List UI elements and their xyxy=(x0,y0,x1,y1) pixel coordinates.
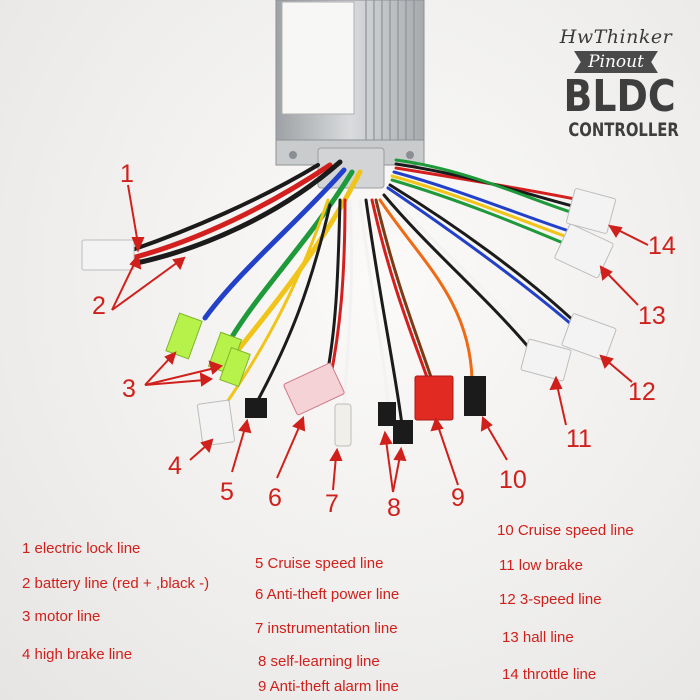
legend-item-4: 4 high brake line xyxy=(22,646,133,663)
callout-9: 9 xyxy=(451,484,465,512)
callout-10: 10 xyxy=(499,466,527,494)
connector-8b xyxy=(393,420,413,444)
callout-6: 6 xyxy=(268,484,282,512)
brand-badge: HwThinker Pinout BLDC CONTROLLER xyxy=(555,26,679,141)
connector-9 xyxy=(414,375,454,421)
callout-3: 3 xyxy=(122,375,136,403)
connector-3a xyxy=(165,312,203,360)
callout-4: 4 xyxy=(168,452,182,480)
callout-13: 13 xyxy=(638,302,666,330)
callout-12: 12 xyxy=(628,378,656,406)
legend-item-7: 7 instrumentation line xyxy=(255,620,398,637)
legend-item-5: 5 Cruise speed line xyxy=(255,555,384,572)
legend-item-3: 3 motor line xyxy=(22,608,101,625)
callout-11: 11 xyxy=(566,425,592,453)
legend-item-10: 10 Cruise speed line xyxy=(497,522,634,539)
legend-item-11: 11 low brake xyxy=(499,557,583,574)
legend-item-12: 12 3-speed line xyxy=(499,591,602,608)
callout-8: 8 xyxy=(387,494,401,522)
connector-11 xyxy=(520,338,572,382)
legend-item-2: 2 battery line (red + ,black -) xyxy=(22,575,210,592)
callout-1: 1 xyxy=(120,160,134,188)
legend-item-14: 14 throttle line xyxy=(502,666,597,683)
connector-8a xyxy=(378,402,396,426)
legend-item-13: 13 hall line xyxy=(502,629,574,646)
brand-line-4: CONTROLLER xyxy=(568,119,679,141)
annotation-arrows xyxy=(111,184,649,493)
callout-2: 2 xyxy=(92,292,106,320)
connectors xyxy=(81,188,617,447)
legend-item-6: 6 Anti-theft power line xyxy=(255,586,400,603)
connector-14 xyxy=(566,188,616,234)
connector-10 xyxy=(464,376,486,416)
callout-5: 5 xyxy=(220,478,234,506)
brand-line-1: HwThinker xyxy=(559,26,673,48)
connector-1-2 xyxy=(81,239,135,271)
connector-3c xyxy=(219,346,251,388)
callout-7: 7 xyxy=(325,490,339,518)
brand-line-2: Pinout xyxy=(574,51,658,73)
legend-item-8: 8 self-learning line xyxy=(258,653,380,670)
connector-4 xyxy=(196,399,236,447)
connector-7 xyxy=(334,403,352,447)
legend-item-1: 1 electric lock line xyxy=(22,540,141,557)
controller-body xyxy=(275,0,425,189)
connector-6 xyxy=(283,362,345,416)
connector-5 xyxy=(245,398,267,418)
connector-13 xyxy=(554,223,614,279)
legend-item-9: 9 Anti-theft alarm line xyxy=(258,678,399,695)
connector-12 xyxy=(561,313,617,361)
wire-bundle xyxy=(129,158,582,427)
brand-line-3: BLDC xyxy=(563,71,676,122)
callout-14: 14 xyxy=(648,232,676,260)
